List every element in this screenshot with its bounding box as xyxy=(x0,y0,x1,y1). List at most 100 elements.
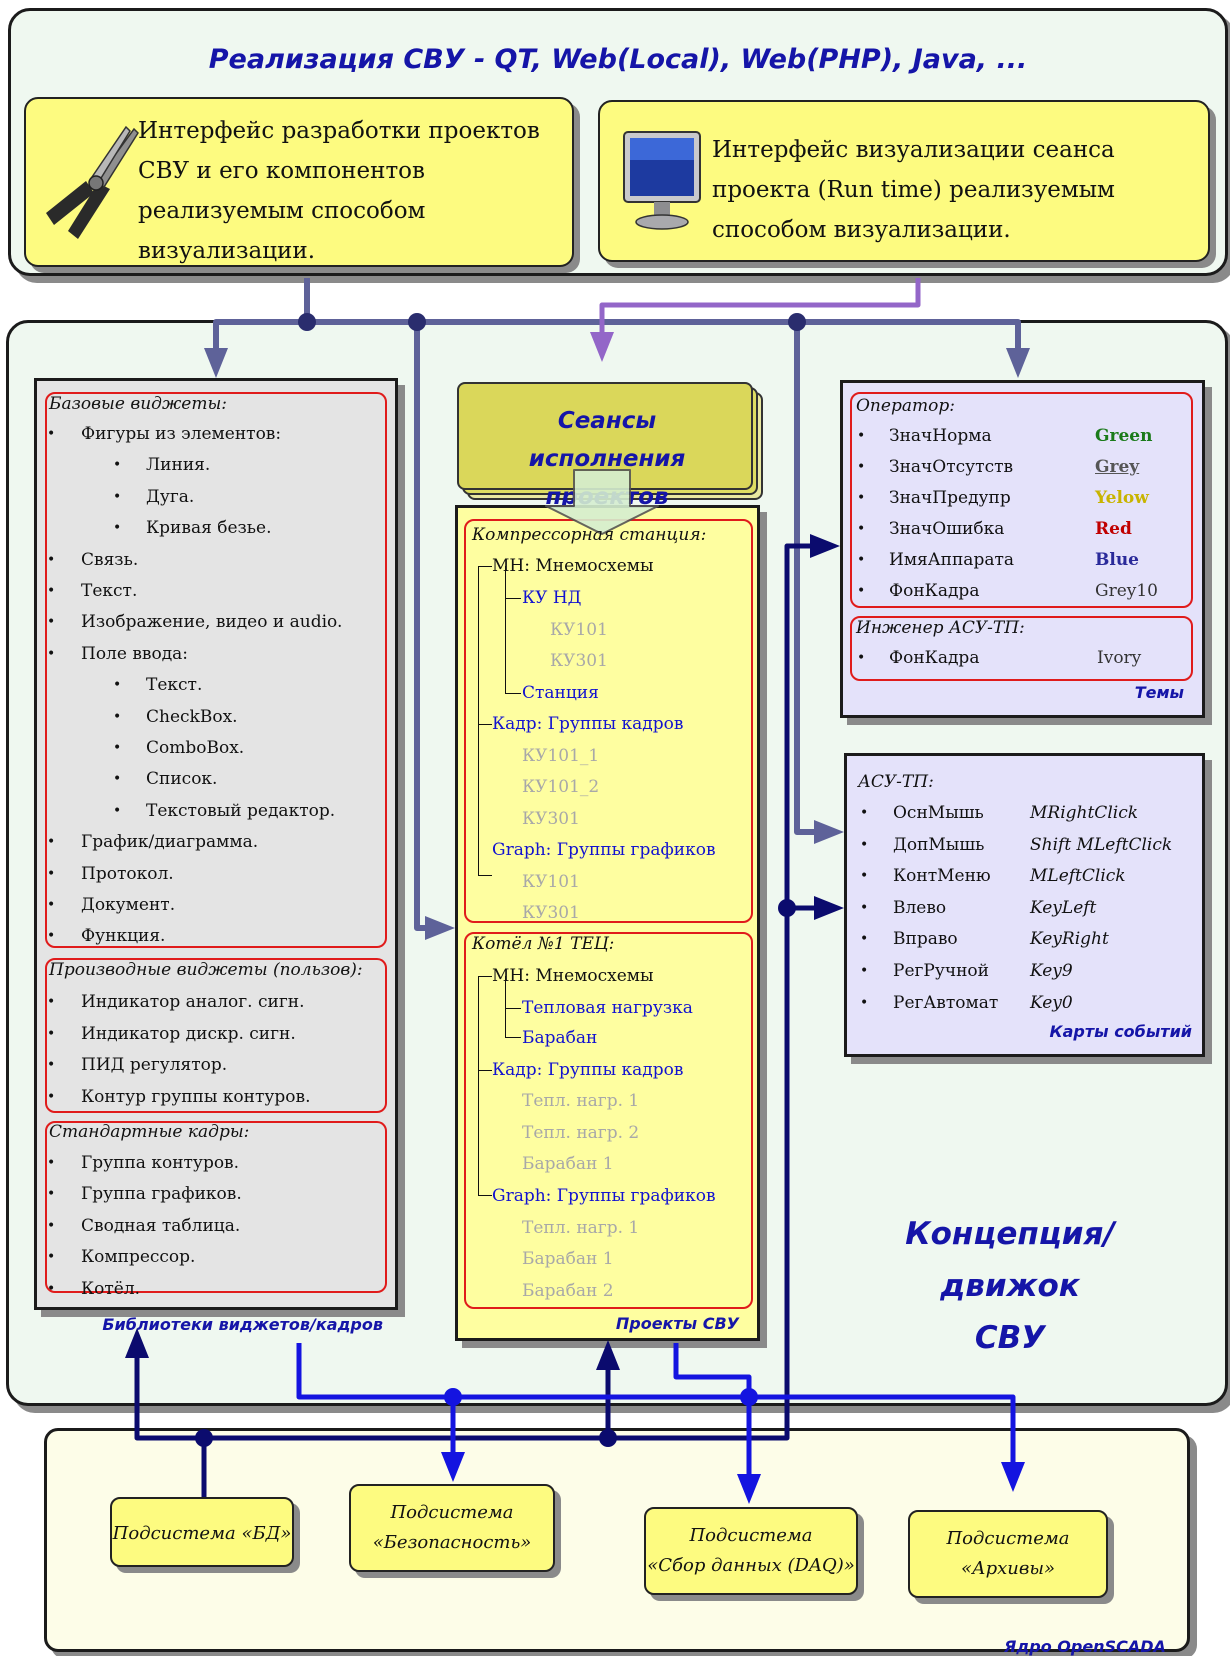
theme-row-value: Green xyxy=(1095,426,1153,446)
bullet-icon: • xyxy=(47,1186,56,1203)
event-row-name: ОснМышь xyxy=(893,803,984,823)
list-item: Текст. xyxy=(81,581,138,601)
bullet-icon: • xyxy=(113,488,122,505)
theme-row-name: ЗначОтсутств xyxy=(889,457,1014,477)
db-subsystem-label: Подсистема «БД» xyxy=(112,1523,292,1544)
theme-row-name: ЗначНорма xyxy=(889,426,992,446)
list-item: ComboBox. xyxy=(146,738,245,758)
archives-subsystem: Подсистема «Архивы» xyxy=(908,1510,1108,1598)
bullet-icon: • xyxy=(47,614,56,631)
boiler-title: Котёл №1 ТЕЦ: xyxy=(472,934,615,954)
tree-guide xyxy=(478,976,492,977)
libraries-caption: Библиотеки виджетов/кадров xyxy=(102,1315,383,1334)
security-subsystem: Подсистема «Безопасность» xyxy=(349,1484,555,1572)
bullet-icon: • xyxy=(860,931,869,948)
theme-row-value: Yelow xyxy=(1095,488,1149,508)
theme-row-name: ЗначПредупр xyxy=(889,488,1011,508)
run-line-2: проекта (Run time) реализуемым xyxy=(712,177,1115,203)
list-item: График/диаграмма. xyxy=(81,832,259,853)
tree-item: Тепл. нагр. 1 xyxy=(522,1091,640,1111)
tree-item: КУ301 xyxy=(522,903,580,923)
list-item: Связь. xyxy=(81,549,139,570)
event-row-value: KeyLeft xyxy=(1030,897,1097,918)
bullet-icon: • xyxy=(47,583,56,599)
sessions-label: Сеансы исполнения проектов xyxy=(528,408,686,510)
event-row-name: Вправо xyxy=(893,929,958,950)
themes-box: Темы xyxy=(840,380,1205,718)
theme-row-name: ЗначОшибка xyxy=(889,519,1005,539)
list-item: Индикатор аналог. сигн. xyxy=(81,992,305,1012)
tree-guide xyxy=(478,566,492,567)
db-subsystem: Подсистема «БД» xyxy=(110,1497,294,1567)
tree-item: Кадр: Группы кадров xyxy=(492,1060,684,1080)
bullet-icon: • xyxy=(47,994,56,1010)
tree-item: КУ101_1 xyxy=(522,746,600,766)
bullet-icon: • xyxy=(857,583,866,599)
dev-interface-box: Интерфейс разработки проектов СВУ и его … xyxy=(24,97,574,267)
base-widgets-group xyxy=(45,392,387,948)
theme-row-value: Blue xyxy=(1095,550,1140,570)
tree-guide xyxy=(478,566,492,876)
tree-item: Барабан 2 xyxy=(522,1281,614,1301)
event-row-value: MRightClick xyxy=(1030,803,1139,823)
bullet-icon: • xyxy=(113,708,122,725)
daq-label-2: «Сбор данных (DAQ)» xyxy=(647,1555,855,1576)
event-row-value: KeyRight xyxy=(1030,929,1109,950)
archives-label-2: «Архивы» xyxy=(960,1558,1056,1579)
standard-frames-title: Стандартные кадры: xyxy=(49,1122,250,1142)
daq-label-1: Подсистема xyxy=(689,1525,813,1546)
dev-line-4: визуализации. xyxy=(138,238,316,264)
bullet-icon: • xyxy=(860,963,869,979)
top-title: Реализация СВУ - QT, Web(Local), Web(PHP… xyxy=(208,44,1028,75)
operator-theme-group xyxy=(850,392,1193,608)
bullet-icon: • xyxy=(47,928,56,945)
tree-item: МН: Мнемосхемы xyxy=(492,966,654,986)
tree-guide xyxy=(505,1008,521,1009)
tree-item: КУ101 xyxy=(522,872,580,892)
tree-guide xyxy=(478,976,492,1196)
bullet-icon: • xyxy=(113,740,122,756)
list-item: Функция. xyxy=(81,926,166,947)
bullet-icon: • xyxy=(47,551,56,568)
engine-title: Концепция/движок СВУ xyxy=(860,1208,1160,1364)
theme-row-value: Grey10 xyxy=(1095,581,1159,601)
tree-item: Тепловая нагрузка xyxy=(522,998,693,1018)
list-item: Документ. xyxy=(81,895,176,915)
bullet-icon: • xyxy=(47,834,56,851)
bullet-icon: • xyxy=(47,897,56,913)
bullet-icon: • xyxy=(47,1057,56,1073)
bullet-icon: • xyxy=(47,1155,56,1171)
list-item: Котёл. xyxy=(81,1278,141,1299)
bullet-icon: • xyxy=(113,520,122,537)
list-item: Линия. xyxy=(146,455,211,476)
list-item: Сводная таблица. xyxy=(81,1215,241,1236)
tree-guide xyxy=(505,598,521,599)
bullet-icon: • xyxy=(47,645,56,662)
bullet-icon: • xyxy=(47,1280,56,1297)
theme-row-name: ИмяАппарата xyxy=(889,550,1015,570)
tree-item: Барабан 1 xyxy=(522,1154,614,1174)
engine-line-2: СВУ xyxy=(974,1320,1046,1356)
event-row-value: Key0 xyxy=(1030,992,1073,1013)
tree-item: Барабан xyxy=(522,1028,598,1048)
tree-guide xyxy=(505,566,521,694)
tree-item: КУ101_2 xyxy=(522,777,600,797)
bullet-icon: • xyxy=(47,1217,56,1234)
bullet-icon: • xyxy=(113,677,122,694)
event-row-name: РегАвтомат xyxy=(893,992,999,1013)
bullet-icon: • xyxy=(857,459,866,475)
event-maps-title: АСУ-ТП: xyxy=(858,772,934,792)
tree-item: Graph: Группы графиков xyxy=(492,840,716,860)
bullet-icon: • xyxy=(47,1088,56,1105)
tree-item: Graph: Группы графиков xyxy=(492,1186,716,1206)
event-row-name: РегРучной xyxy=(893,961,989,981)
run-interface-box: Интерфейс визуализации сеанса проекта (R… xyxy=(598,100,1210,262)
standard-frames-group xyxy=(45,1121,387,1293)
event-maps-box: Карты событий xyxy=(844,753,1205,1057)
event-row-name: Влево xyxy=(893,897,947,918)
bullet-icon: • xyxy=(860,836,869,853)
bullet-icon: • xyxy=(47,1025,56,1042)
tree-item: КУ101 xyxy=(550,620,608,640)
event-row-value: Key9 xyxy=(1030,961,1073,981)
security-label-1: Подсистема xyxy=(390,1502,514,1523)
